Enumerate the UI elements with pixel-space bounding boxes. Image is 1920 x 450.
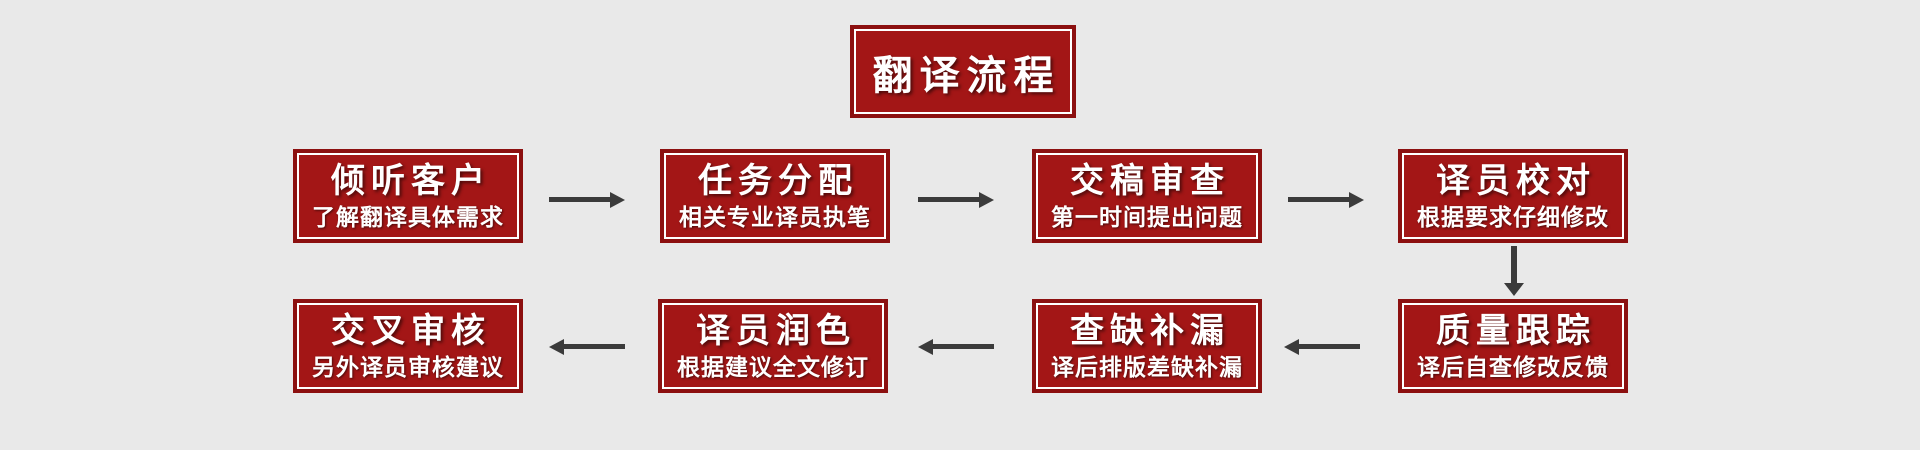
- arrow-shaft: [918, 197, 980, 202]
- step-box-translator-polish: 译员润色 根据建议全文修订: [658, 299, 888, 393]
- step-subtitle: 第一时间提出问题: [1051, 204, 1243, 231]
- step-title: 查缺补漏: [1070, 312, 1230, 351]
- step-subtitle: 根据建议全文修订: [677, 354, 869, 381]
- arrow-shaft: [932, 344, 994, 349]
- step-subtitle: 译后自查修改反馈: [1417, 354, 1609, 381]
- arrow-shaft: [1298, 344, 1360, 349]
- arrow-head-left-icon: [1284, 339, 1299, 355]
- arrow-head-right-icon: [979, 192, 994, 208]
- arrow-head-right-icon: [610, 192, 625, 208]
- step-box-quality-tracking: 质量跟踪 译后自查修改反馈: [1398, 299, 1628, 393]
- arrow-shaft: [1511, 246, 1517, 284]
- step-subtitle: 译后排版差缺补漏: [1051, 354, 1243, 381]
- flow-title-box: 翻译流程: [850, 25, 1076, 118]
- flow-title: 翻译流程: [872, 53, 1061, 98]
- step-title: 交稿审查: [1070, 162, 1230, 201]
- step-title: 译员润色: [696, 312, 856, 351]
- arrow-head-left-icon: [918, 339, 933, 355]
- step-title: 任务分配: [698, 162, 858, 201]
- step-title: 倾听客户: [331, 162, 491, 201]
- arrow-right-1: [549, 192, 625, 208]
- step-box-listen-customer: 倾听客户 了解翻译具体需求: [293, 149, 523, 243]
- arrow-head-down-icon: [1504, 283, 1524, 296]
- arrow-head-right-icon: [1349, 192, 1364, 208]
- arrow-down-1: [1504, 246, 1524, 296]
- arrow-head-left-icon: [549, 339, 564, 355]
- step-subtitle: 相关专业译员执笔: [679, 204, 871, 231]
- arrow-shaft: [563, 344, 625, 349]
- step-subtitle: 根据要求仔细修改: [1417, 204, 1609, 231]
- step-box-gap-filling: 查缺补漏 译后排版差缺补漏: [1032, 299, 1262, 393]
- step-box-task-assignment: 任务分配 相关专业译员执笔: [660, 149, 890, 243]
- arrow-left-1: [1284, 339, 1360, 355]
- step-title: 质量跟踪: [1436, 312, 1596, 351]
- step-title: 译员校对: [1436, 162, 1596, 201]
- arrow-right-3: [1288, 192, 1364, 208]
- step-subtitle: 另外译员审核建议: [312, 354, 504, 381]
- arrow-shaft: [549, 197, 611, 202]
- arrow-right-2: [918, 192, 994, 208]
- step-box-draft-review: 交稿审查 第一时间提出问题: [1032, 149, 1262, 243]
- step-title: 交叉审核: [331, 312, 491, 351]
- arrow-left-2: [918, 339, 994, 355]
- step-box-cross-review: 交叉审核 另外译员审核建议: [293, 299, 523, 393]
- arrow-left-3: [549, 339, 625, 355]
- arrow-shaft: [1288, 197, 1350, 202]
- step-box-translator-proofread: 译员校对 根据要求仔细修改: [1398, 149, 1628, 243]
- step-subtitle: 了解翻译具体需求: [312, 204, 504, 231]
